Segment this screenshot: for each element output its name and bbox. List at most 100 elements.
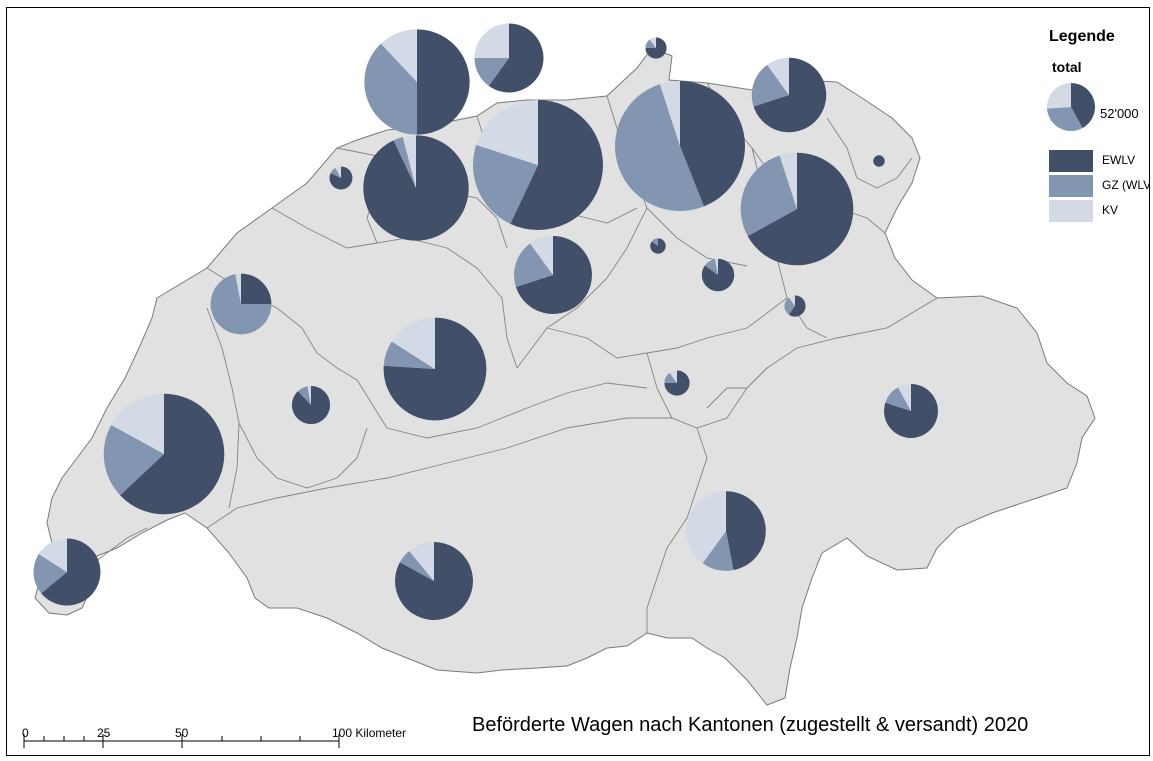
pie-bern-slice-gz: [383, 341, 435, 369]
scale-label-0: 0: [22, 726, 29, 740]
pie-schwyz-slice-kv: [714, 258, 718, 275]
pie-ticino-slice-gz: [702, 531, 734, 571]
legend-swatch-ewlv: [1049, 150, 1093, 172]
pie-fribourg-slice-gz: [297, 386, 311, 405]
pie-neuchatel-slice-gz: [210, 274, 272, 335]
pie-geneva-slice-ewlv: [41, 538, 101, 606]
pie-lucerne: [514, 236, 592, 314]
pie-schaffhausen: [645, 37, 667, 59]
pie-thurgau-slice-gz: [751, 64, 789, 107]
pie-valais-slice-gz: [399, 550, 434, 581]
pie-uri: [664, 370, 690, 396]
pie-basel-landschaft-slice-kv: [380, 29, 417, 82]
pie-ticino-slice-ewlv: [726, 491, 766, 571]
pie-zurich-slice-gz: [614, 84, 704, 212]
legend-size-label: 52'000: [1100, 106, 1139, 121]
legend-label-gz: GZ (WLV): [1102, 178, 1150, 192]
pie-basel-stadt-slice-kv: [402, 135, 416, 188]
scale-bar: [23, 734, 340, 748]
legend-size-pie-slice-kv: [1047, 83, 1071, 109]
pie-geneva: [33, 538, 101, 606]
legend-size-symbol: [1047, 83, 1096, 131]
pie-zug-slice-gz: [651, 238, 658, 246]
pie-schwyz-slice-gz: [704, 259, 718, 275]
pie-basel-stadt-north: [474, 23, 544, 93]
pie-ticino: [686, 491, 766, 571]
pie-fribourg-slice-kv: [307, 385, 311, 405]
pie-zug-slice-ewlv: [650, 238, 666, 254]
pie-bern-slice-kv: [391, 317, 435, 369]
pie-zurich-slice-kv: [659, 81, 680, 146]
pie-appenzell: [873, 155, 885, 167]
pie-charts: [33, 23, 938, 620]
pie-jura-slice-kv: [335, 166, 341, 178]
pie-basel-stadt-north-slice-kv: [474, 23, 509, 58]
pie-vaud-slice-kv: [111, 393, 164, 454]
scale-label-25: 25: [97, 726, 111, 740]
pie-vaud-slice-gz: [103, 424, 164, 496]
pie-uri-slice-gz: [664, 372, 677, 383]
pie-zurich: [614, 81, 745, 212]
pie-uri-slice-kv: [669, 370, 677, 383]
pie-bern: [383, 317, 487, 421]
pie-graubunden: [884, 384, 938, 438]
pie-neuchatel-slice-kv: [235, 273, 241, 304]
map-canvas: [23, 23, 1096, 748]
legend-swatch-kv: [1049, 200, 1093, 222]
legend-subtitle: total: [1052, 59, 1082, 75]
pie-st-gallen-slice-gz: [740, 155, 797, 237]
pie-glarus-slice-kv: [788, 295, 795, 306]
pie-jura-slice-gz: [330, 167, 341, 178]
canton-border: [206, 307, 240, 509]
map-title: Beförderte Wagen nach Kantonen (zugestel…: [472, 714, 1029, 736]
pie-st-gallen-slice-ewlv: [747, 152, 854, 266]
canton-border: [238, 422, 368, 489]
pie-ticino-slice-kv: [686, 491, 726, 564]
pie-aargau-slice-gz: [472, 144, 538, 224]
pie-lucerne-slice-kv: [530, 236, 553, 275]
pie-schwyz: [701, 258, 735, 292]
pie-graubunden-slice-kv: [898, 384, 911, 411]
pie-basel-stadt: [363, 135, 469, 241]
pie-neuchatel-slice-ewlv: [241, 273, 272, 304]
legend-label-ewlv: EWLV: [1102, 153, 1136, 167]
legend-size-pie-slice-gz: [1047, 107, 1083, 131]
legend-title: Legende: [1049, 28, 1115, 45]
canton-border: [271, 207, 518, 369]
pie-vaud: [103, 393, 225, 515]
legend-size-pie-slice-ewlv: [1071, 83, 1096, 129]
pie-valais-slice-kv: [409, 542, 434, 581]
pie-valais-slice-ewlv: [395, 542, 473, 620]
canton-border: [206, 417, 672, 529]
pie-glarus-slice-ewlv: [788, 295, 806, 317]
pie-basel-landschaft: [364, 29, 470, 135]
canton-border: [516, 207, 648, 369]
pie-aargau-slice-ewlv: [510, 100, 603, 230]
scale-label-100: 100 Kilometer: [332, 726, 407, 740]
canton-border: [766, 297, 938, 369]
pie-thurgau-slice-kv: [767, 57, 789, 95]
canton-border: [826, 117, 913, 189]
pie-basel-landschaft-slice-gz: [364, 43, 417, 135]
pie-thurgau: [751, 57, 827, 133]
pie-neuchatel: [210, 273, 272, 335]
pie-zug: [650, 238, 666, 254]
legend-swatch-gz: [1049, 175, 1093, 197]
pie-st-gallen: [740, 152, 854, 266]
pie-fribourg-slice-ewlv: [291, 385, 331, 425]
canton-border: [546, 297, 788, 359]
pie-aargau-slice-kv: [476, 100, 538, 165]
pie-jura: [329, 166, 353, 190]
canton-border: [646, 427, 708, 633]
pie-thurgau-slice-ewlv: [753, 57, 827, 133]
pie-geneva-slice-gz: [33, 554, 67, 594]
pie-graubunden-slice-gz: [885, 387, 911, 411]
pie-basel-stadt-north-slice-gz: [474, 58, 509, 86]
pie-st-gallen-slice-kv: [779, 152, 797, 209]
map-frame: Legende total 52'000 EWLV GZ (WLV) KV 0 …: [6, 7, 1150, 756]
pie-basel-landschaft-slice-ewlv: [417, 29, 470, 135]
pie-geneva-slice-kv: [38, 538, 67, 572]
pie-lucerne-slice-gz: [514, 243, 553, 288]
pie-vaud-slice-ewlv: [120, 393, 225, 515]
pie-fribourg: [291, 385, 331, 425]
